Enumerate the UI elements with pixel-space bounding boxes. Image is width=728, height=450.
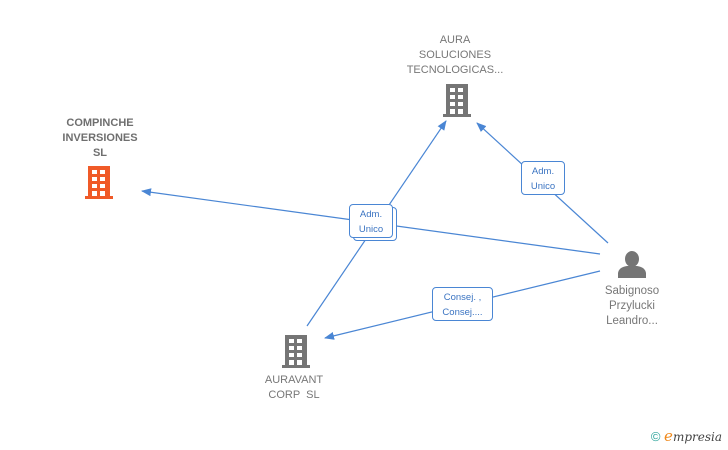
node-label-compinche[interactable]: COMPINCHE INVERSIONES SL [40,116,160,161]
edge-label-sabignoso-compinche[interactable]: Adm. Unico [349,204,393,238]
building-icon[interactable] [85,166,115,200]
edge-label-sabignoso-aura[interactable]: Adm. Unico [521,161,565,195]
building-icon[interactable] [443,84,473,118]
empresia-logo[interactable]: empresia [664,427,722,445]
node-label-aura[interactable]: AURA SOLUCIONES TECNOLOGICAS... [395,33,515,78]
label-line: COMPINCHE [66,117,134,129]
label-line: Przylucki [608,300,655,312]
edge-label-line: Adm. [359,209,383,220]
copyright-icon: © [650,429,661,444]
label-line: AURAVANT [264,374,324,386]
label-line: SL [92,147,108,159]
edge-label-line: Consej. , [443,292,482,303]
label-line: AURA [439,34,471,46]
label-line: INVERSIONES [62,132,138,144]
person-icon[interactable] [617,250,647,278]
label-line: SOLUCIONES [418,49,492,61]
label-line: TECNOLOGICAS... [406,64,504,76]
brand-rest: mpresia [672,430,722,444]
label-line: Sabignoso [604,285,660,297]
node-label-auravant[interactable]: AURAVANT CORP SL [234,373,354,403]
brand-initial: e [664,427,673,445]
edge-label-line: Consej.... [442,307,483,318]
edge-label-sabignoso-auravant[interactable]: Consej. , Consej.... [432,287,493,321]
footer-brand: © empresia [651,427,722,445]
building-icon[interactable] [282,335,312,369]
label-line: CORP SL [268,389,320,401]
label-line: Leandro... [606,315,658,327]
node-label-sabignoso[interactable]: Sabignoso Przylucki Leandro... [572,284,692,329]
edge-label-line: Adm. [531,166,555,177]
edge-label-line: Unico [358,224,384,235]
edge-label-line: Unico [530,181,556,192]
